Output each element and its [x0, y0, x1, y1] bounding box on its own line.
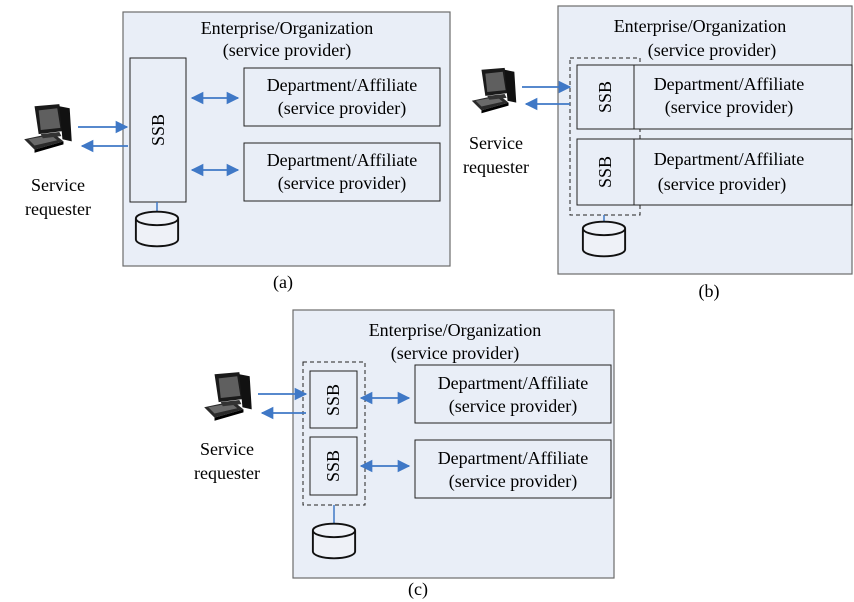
ssb-label: SSB	[323, 450, 343, 482]
organization-title: Enterprise/Organization	[369, 320, 542, 340]
department-label: Department/Affiliate	[654, 74, 805, 94]
requester-label: Service	[469, 133, 523, 153]
computer-icon	[24, 104, 72, 153]
department-sublabel: (service provider)	[278, 173, 406, 194]
department-label: Department/Affiliate	[267, 75, 418, 95]
panel-b: Enterprise/Organization (service provide…	[463, 5, 853, 302]
computer-icon	[471, 67, 517, 114]
organization-title: Enterprise/Organization	[201, 18, 374, 38]
ssb-label: SSB	[323, 384, 343, 416]
requester-label: requester	[463, 157, 529, 177]
ssb-box	[576, 138, 635, 206]
ssb-label: SSB	[595, 156, 615, 188]
panel-c: Enterprise/Organization (service provide…	[194, 309, 615, 600]
caption: (c)	[408, 579, 428, 600]
ssb-box	[576, 64, 635, 130]
department-label: Department/Affiliate	[438, 373, 589, 393]
ssb-label: SSB	[595, 81, 615, 113]
database-icon	[134, 210, 180, 248]
requester-label: requester	[25, 199, 91, 219]
department-box	[414, 364, 612, 424]
panel-a: Enterprise/Organization (service provide…	[24, 11, 451, 293]
department-sublabel: (service provider)	[449, 396, 577, 417]
department-sublabel: (service provider)	[449, 471, 577, 492]
organization-subtitle: (service provider)	[223, 40, 351, 61]
database-icon	[581, 220, 627, 258]
caption: (a)	[273, 272, 293, 293]
department-label: Department/Affiliate	[438, 448, 589, 468]
department-sublabel: (service provider)	[278, 98, 406, 119]
ssb-box	[309, 436, 358, 496]
department-box	[243, 67, 441, 127]
department-sublabel: (service provider)	[658, 174, 786, 195]
computer-icon	[204, 372, 252, 421]
ssb-cluster	[569, 57, 641, 216]
ssb-box	[129, 57, 187, 203]
department-box	[243, 142, 441, 202]
department-label: Department/Affiliate	[654, 149, 805, 169]
requester-label: Service	[31, 175, 85, 195]
department-box	[414, 439, 612, 499]
database-icon	[311, 522, 357, 560]
organization-title: Enterprise/Organization	[614, 16, 787, 36]
requester-label: requester	[194, 463, 260, 483]
ssb-box	[309, 370, 358, 429]
requester-label: Service	[200, 439, 254, 459]
department-box	[633, 138, 853, 206]
ssb-label: SSB	[148, 114, 168, 146]
ssb-cluster	[302, 361, 366, 506]
department-sublabel: (service provider)	[665, 97, 793, 118]
organization-subtitle: (service provider)	[648, 40, 776, 61]
organization-subtitle: (service provider)	[391, 343, 519, 364]
caption: (b)	[699, 281, 720, 302]
department-label: Department/Affiliate	[267, 150, 418, 170]
department-box	[633, 64, 853, 130]
